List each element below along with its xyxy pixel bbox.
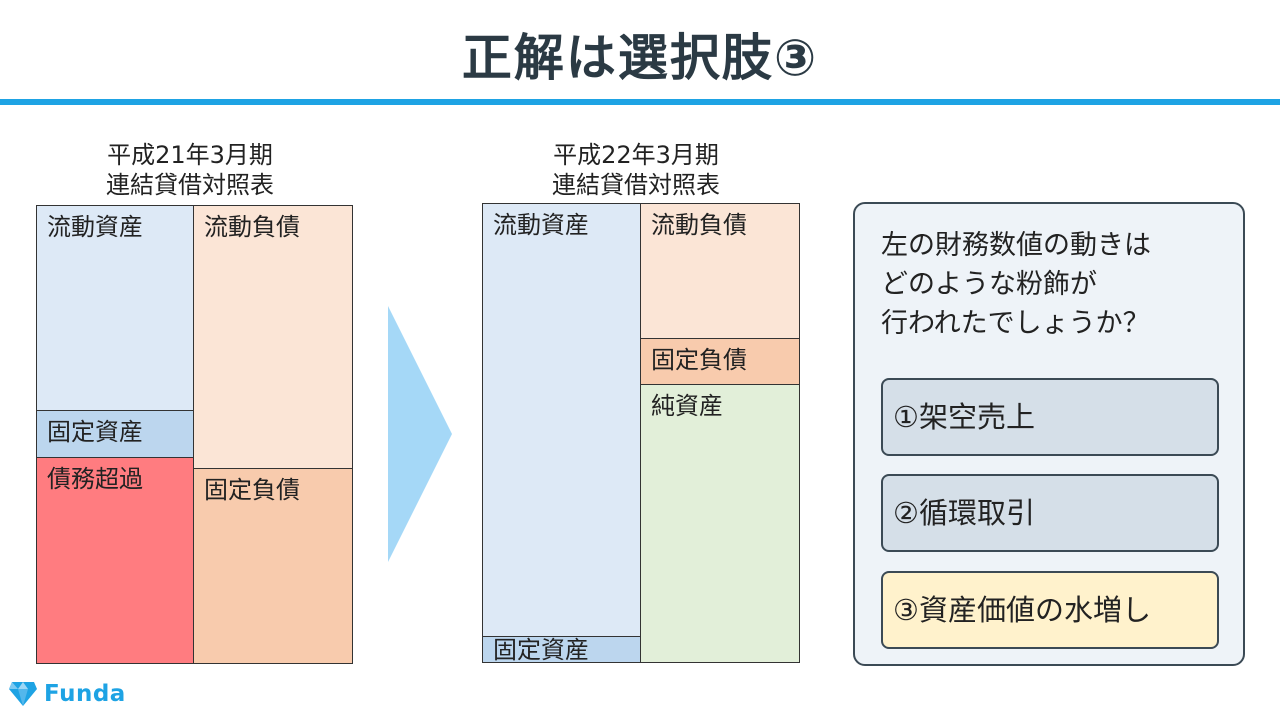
- logo-text: Funda: [44, 681, 126, 707]
- transition-arrow-icon: [388, 306, 452, 562]
- right-sheet-caption: 平成22年3月期 連結貸借対照表: [486, 140, 786, 200]
- right-fixed-liabilities-block: 固定負債: [640, 338, 800, 386]
- question-text: 左の財務数値の動きは どのような粉飾が 行われたでしょうか？: [881, 226, 1151, 343]
- left-sheet-period: 平成21年3月期: [107, 141, 273, 169]
- question-line: 行われたでしょうか？: [881, 308, 1150, 339]
- funda-logo: Funda: [8, 680, 126, 708]
- left-current-liabilities-block: 流動負債: [193, 205, 353, 470]
- page-title: 正解は選択肢③: [461, 29, 819, 87]
- left-fixed-assets-block: 固定資産: [36, 410, 195, 459]
- diamond-icon: [9, 682, 37, 706]
- title-divider: [0, 99, 1280, 105]
- right-net-assets-block: 純資産: [640, 384, 800, 663]
- option-2-button[interactable]: ②循環取引: [881, 474, 1219, 552]
- option-3-button[interactable]: ③資産価値の水増し: [881, 571, 1219, 649]
- right-current-assets-block: 流動資産: [482, 203, 641, 639]
- question-line: どのような粉飾が: [881, 269, 1097, 300]
- right-sheet-period: 平成22年3月期: [553, 141, 719, 169]
- right-sheet-name: 連結貸借対照表: [552, 171, 720, 199]
- right-fixed-assets-block: 固定資産: [482, 636, 641, 663]
- question-panel: 左の財務数値の動きは どのような粉飾が 行われたでしょうか？ ①架空売上 ②循環…: [853, 202, 1245, 666]
- right-current-liabilities-block: 流動負債: [640, 203, 800, 340]
- option-1-button[interactable]: ①架空売上: [881, 378, 1219, 456]
- left-current-assets-block: 流動資産: [36, 205, 195, 412]
- left-fixed-liabilities-block: 固定負債: [193, 468, 353, 664]
- left-sheet-caption: 平成21年3月期 連結貸借対照表: [40, 140, 340, 200]
- question-line: 左の財務数値の動きは: [881, 230, 1151, 261]
- left-deficit-block: 債務超過: [36, 457, 195, 664]
- left-sheet-name: 連結貸借対照表: [106, 171, 274, 199]
